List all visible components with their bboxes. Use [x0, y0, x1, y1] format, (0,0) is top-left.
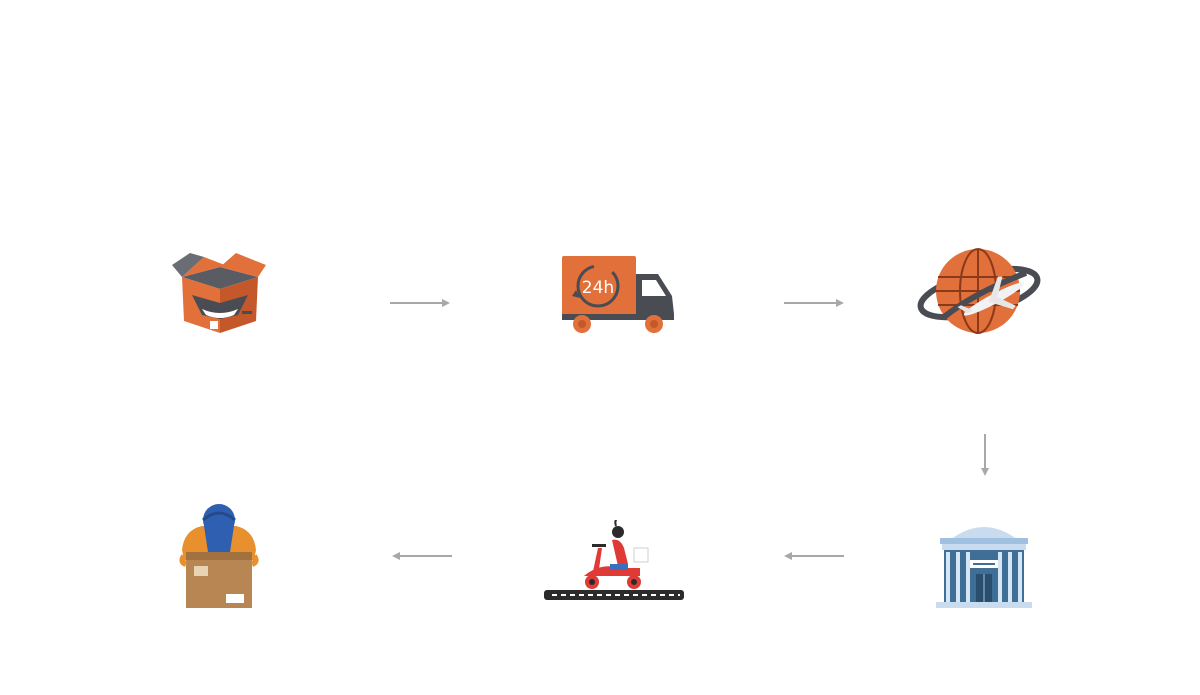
open-box-icon [172, 253, 266, 333]
node-courier-truck: 24h [558, 252, 682, 338]
arrow-scooter-to-recipient [392, 552, 452, 560]
government-building-icon [936, 527, 1032, 608]
node-air-freight [914, 243, 1044, 339]
arrow-customs-to-scooter [784, 552, 844, 560]
node-packed-parcel [168, 243, 272, 339]
arrow-box-to-truck [390, 299, 450, 307]
scooter-courier-icon [544, 520, 684, 600]
person-holding-box-icon [179, 504, 259, 608]
node-recipient [174, 502, 264, 612]
globe-airplane-icon [917, 248, 1041, 334]
truck-badge-label: 24h [582, 278, 614, 298]
node-last-mile-courier [540, 520, 688, 606]
arrow-truck-to-globe [784, 299, 844, 307]
delivery-truck-icon: 24h [562, 256, 674, 333]
node-customs-office [926, 516, 1042, 612]
arrow-globe-to-customs [981, 434, 989, 476]
